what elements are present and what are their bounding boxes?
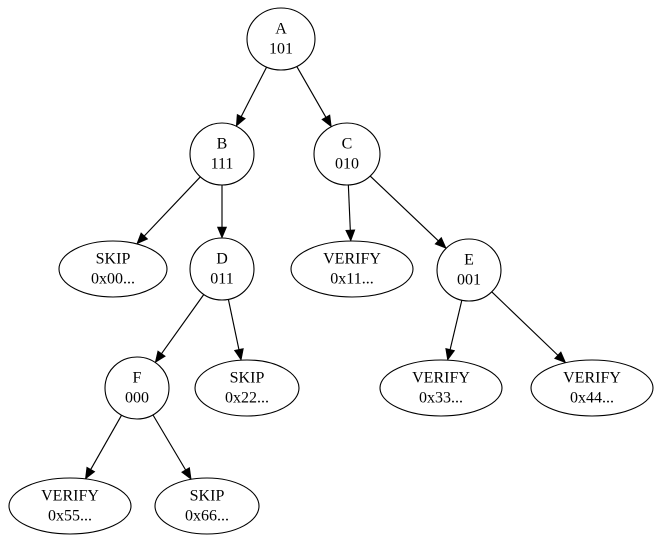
edge-b-skip00-arrowhead-icon [136,232,149,245]
node-ver-44-ellipse[interactable] [530,359,654,417]
node-skip-66-line2: 0x66... [185,508,229,525]
node-ver-11-line2: 0x11... [330,271,373,288]
node-ver-11[interactable]: VERIFY 0x11... [290,240,414,298]
edge-d-f-arrowhead-icon [154,350,166,364]
node-ver-33-ellipse[interactable] [379,359,503,417]
edge-f-skip66 [152,414,192,480]
edge-e-verify33-arrowhead-icon [445,348,456,361]
node-a-line2: 101 [269,41,293,58]
edge-e-verify44 [491,291,567,364]
node-a-circle[interactable] [246,7,316,71]
node-e-circle[interactable] [436,238,502,302]
node-ver-44-line2: 0x44... [570,390,614,407]
node-ver-33-line1: VERIFY [412,370,470,387]
node-a[interactable]: A 101 [246,7,316,71]
edge-c-e-arrowhead-icon [434,236,447,249]
node-c[interactable]: C 010 [313,122,381,186]
edge-f-skip66-line [152,414,187,471]
node-ver-11-line1: VERIFY [323,251,381,268]
node-skip-00-line2: 0x00... [91,271,135,288]
node-skip-22-ellipse[interactable] [194,359,300,417]
node-c-line1: C [342,136,353,153]
node-f-line1: F [133,370,142,387]
node-skip-00-ellipse[interactable] [58,240,168,298]
edge-f-verify55-arrowhead-icon [84,466,96,480]
edge-a-c [296,66,332,128]
node-skip-22-line2: 0x22... [225,390,269,407]
edge-a-b-line [240,66,268,117]
node-skip-66[interactable]: SKIP 0x66... [154,477,260,535]
node-skip-00[interactable]: SKIP 0x00... [58,240,168,298]
edge-a-c-arrowhead-icon [321,114,332,128]
node-ver-55[interactable]: VERIFY 0x55... [8,477,132,535]
edge-d-skip22-arrowhead-icon [233,348,244,361]
node-skip-66-ellipse[interactable] [154,477,260,535]
node-f[interactable]: F 000 [104,356,170,420]
node-ver-55-line1: VERIFY [41,488,99,505]
node-ver-44-line1: VERIFY [563,370,621,387]
node-ver-55-line2: 0x55... [48,508,92,525]
edge-f-verify55 [84,414,123,480]
node-ver-11-ellipse[interactable] [290,240,414,298]
edge-e-verify44-arrowhead-icon [554,351,567,364]
node-skip-22-line1: SKIP [230,370,265,387]
edge-e-verify33 [445,300,463,361]
edges-layer [84,66,567,480]
edge-d-f [154,294,205,364]
node-skip-22[interactable]: SKIP 0x22... [194,359,300,417]
node-skip-00-line1: SKIP [96,251,131,268]
node-f-circle[interactable] [104,356,170,420]
edge-e-verify44-line [491,291,559,356]
edge-b-skip00-line [143,176,201,237]
node-b[interactable]: B 111 [189,122,255,186]
node-d-line2: 011 [210,271,233,288]
edge-c-verify11 [345,184,356,242]
edge-a-c-line [296,66,327,118]
node-b-line2: 111 [211,156,234,173]
node-d-line1: D [216,251,228,268]
node-d[interactable]: D 011 [189,237,255,301]
edge-c-verify11-line [347,184,351,231]
node-d-circle[interactable] [189,237,255,301]
edge-c-verify11-arrowhead-icon [345,229,356,242]
edge-f-verify55-line [90,414,123,470]
edge-f-skip66-arrowhead-icon [181,467,192,480]
edge-e-verify33-line [449,300,463,350]
node-ver-44[interactable]: VERIFY 0x44... [530,359,654,417]
edge-a-b-arrowhead-icon [235,113,246,127]
edge-d-f-line [161,294,205,354]
node-b-line1: B [217,136,228,153]
node-e[interactable]: E 001 [436,238,502,302]
node-ver-55-ellipse[interactable] [8,477,132,535]
node-skip-66-line1: SKIP [190,488,225,505]
node-c-line2: 010 [335,156,359,173]
node-ver-33[interactable]: VERIFY 0x33... [379,359,503,417]
node-b-circle[interactable] [189,122,255,186]
edge-b-d [216,185,228,239]
node-c-circle[interactable] [313,122,381,186]
edge-c-e [369,175,447,249]
nodes-layer: A101B111C010SKIP0x00...D011VERIFY0x11...… [8,7,654,535]
edge-b-d-arrowhead-icon [216,226,228,239]
edge-c-e-line [369,175,439,242]
node-ver-33-line2: 0x33... [419,390,463,407]
edge-d-skip22 [227,299,244,361]
node-e-line2: 001 [457,272,481,289]
node-a-line1: A [275,21,287,38]
node-e-line1: E [464,252,474,269]
node-f-line2: 000 [125,390,149,407]
edge-b-skip00 [136,176,201,245]
edge-a-b [235,66,268,127]
edge-d-skip22-line [227,299,240,350]
